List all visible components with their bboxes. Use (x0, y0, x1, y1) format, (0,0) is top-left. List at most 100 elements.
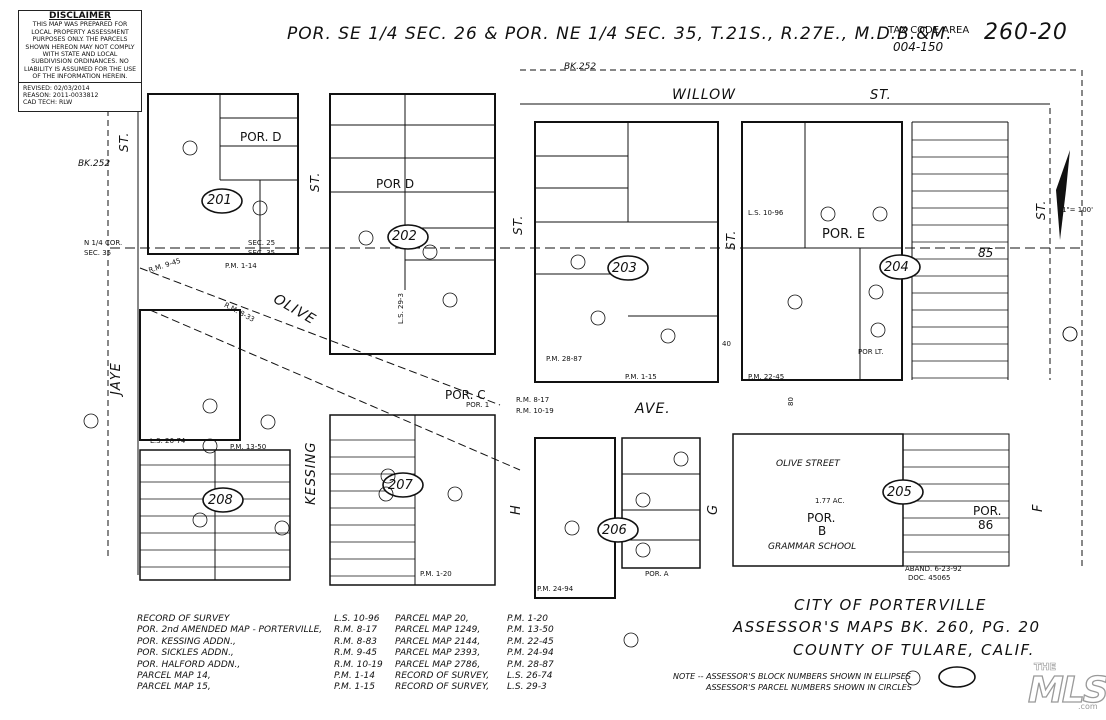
mls-logo-the: THE (1034, 662, 1057, 674)
willow-street-label: WILLOW (672, 87, 737, 103)
jaye-street-label: JAYE (109, 362, 124, 395)
legend-item: RECORD OF SURVEY, (395, 671, 490, 682)
legend-ref: P.M. 1-20 (507, 614, 548, 624)
parcel-number-circle (623, 632, 639, 648)
sec35-label: SEC. 35 (248, 249, 276, 257)
block-207: 207 (388, 478, 413, 493)
parcel-number-circle (378, 486, 394, 502)
parcel-number-circle (442, 292, 458, 308)
city-title: CITY OF PORTERVILLE (794, 596, 987, 614)
legend-item: POR. KESSING ADDN., (137, 636, 236, 647)
block-206-ellipse (597, 517, 639, 543)
street-suffix-east: ST. (724, 229, 738, 250)
block-205: 205 (887, 485, 912, 500)
por-e-label: POR. E (822, 227, 866, 242)
parcel-number-circle (787, 294, 803, 310)
legend-circle-icon (905, 670, 921, 686)
revision-reason: REASON: 2011-0033812 (23, 92, 99, 100)
parcel-number-circle (870, 322, 886, 338)
lot-80: 80 (787, 397, 795, 406)
mls-logo: THE MLS .com (1027, 662, 1106, 712)
f-street-label: F (1031, 503, 1046, 512)
parcel-number-circle (358, 230, 374, 246)
kessing-st-suffix: ST. (308, 171, 322, 192)
block-208-ellipse (202, 487, 244, 513)
street-suffix-center: ST. (511, 214, 525, 235)
por-b-label: POR. (807, 511, 836, 525)
parcel-number-circle (380, 468, 396, 484)
pm-1-20-ref: P.M. 1-20 (420, 570, 452, 578)
por-1-label: POR. 1 (466, 401, 490, 409)
pm-22-45-ref: P.M. 22-45 (748, 373, 785, 381)
parcel-number-circle (820, 206, 836, 222)
g-street-label: G (706, 503, 721, 515)
legend-ref: P.M. 1-15 (334, 682, 375, 693)
ls-29-3-ref: L.S. 29-3 (397, 293, 405, 324)
parcel-number-circle (202, 398, 218, 414)
legend-item: PARCEL MAP 2144, (395, 636, 481, 647)
legend-ref: L.S. 29-3 (507, 682, 547, 693)
olive-street-lot-label: OLIVE STREET (776, 459, 840, 469)
legend-item: PARCEL MAP 14, (137, 671, 211, 682)
parcel-number-circle (422, 244, 438, 260)
scale-label: 1"= 100' (1062, 206, 1094, 214)
parcel-number-circle (274, 520, 290, 536)
disclaimer-title: DISCLAIMER (49, 11, 111, 21)
legend-item: PARCEL MAP 15, (137, 682, 211, 693)
legend-item: PARCEL MAP 2786, (395, 659, 481, 670)
cad-tech: CAD TECH: RLW (23, 99, 73, 107)
legend-ref: R.M. 10-19 (334, 659, 383, 670)
willow-st-suffix: ST. (870, 88, 892, 103)
parcel-number-circle (192, 512, 208, 528)
legend-ref: R.M. 9-45 (334, 648, 378, 659)
block-203: 203 (612, 261, 637, 276)
parcel-number-circle (868, 284, 884, 300)
book-ref-top: BK.252 (564, 62, 597, 72)
rm-8-17-ref: R.M. 8-17 (516, 396, 550, 404)
legend-item: POR. HALFORD ADDN., (137, 659, 241, 670)
por-c-label: POR. C (445, 388, 486, 402)
note-circles: ASSESSOR'S PARCEL NUMBERS SHOWN IN CIRCL… (706, 683, 912, 692)
sec25-label: SEC. 25 (248, 239, 276, 247)
parcel-number-circle (635, 542, 651, 558)
por-d-label-1: POR. D (240, 130, 282, 144)
pm-24-94-ref: P.M. 24-94 (537, 585, 574, 593)
book-ref-left: BK.252 (78, 159, 111, 169)
legend-item: RECORD OF SURVEY (137, 614, 230, 624)
assessor-book-title: ASSESSOR'S MAPS BK. 260, PG. 20 (733, 618, 1041, 636)
olive-ave-suffix: AVE. (635, 401, 671, 417)
pm-1-15-ref: P.M. 1-15 (625, 373, 657, 381)
block-203-outline (534, 121, 719, 383)
legend-ellipse-icon (938, 666, 976, 688)
block-206: 206 (602, 523, 627, 538)
north-arrow-icon (1056, 150, 1070, 240)
legend-ref: R.M. 8-83 (334, 636, 378, 647)
block-201: 201 (207, 193, 232, 208)
abandonment-label: ABAND. 6-23-92 (905, 565, 962, 573)
legend-item: PARCEL MAP 1249, (395, 625, 481, 636)
pm-13-50-ref: P.M. 13-50 (230, 443, 267, 451)
block-206-outline (534, 437, 616, 599)
tax-code-label: TAX CODE AREA (888, 25, 970, 36)
legend-ref: P.M. 13-50 (507, 625, 554, 636)
legend-item: PARCEL MAP 2393, (395, 648, 481, 659)
block-208-upper (139, 309, 241, 441)
tax-code-area: 004-150 (893, 40, 944, 54)
pm-1-14-ref: P.M. 1-14 (225, 262, 257, 270)
parcel-number-circle (635, 492, 651, 508)
legend-ref: P.M. 1-14 (334, 671, 375, 682)
mls-logo-suffix: .com (1078, 702, 1098, 711)
block-207-ellipse (382, 472, 424, 498)
block-202-ellipse (387, 224, 429, 250)
lot-85: 85 (978, 246, 994, 260)
kessing-street-label: KESSING (304, 441, 319, 505)
legend-ref: P.M. 24-94 (507, 648, 554, 659)
por-86-label: POR. (973, 504, 1002, 518)
block-202: 202 (392, 229, 417, 244)
block-202-outline (329, 93, 496, 355)
parcel-number-circle (590, 310, 606, 326)
legend-item: RECORD OF SURVEY, (395, 682, 490, 693)
map-description: POR. SE 1/4 SEC. 26 & POR. NE 1/4 SEC. 3… (287, 24, 953, 44)
parcel-number-circle (660, 328, 676, 344)
